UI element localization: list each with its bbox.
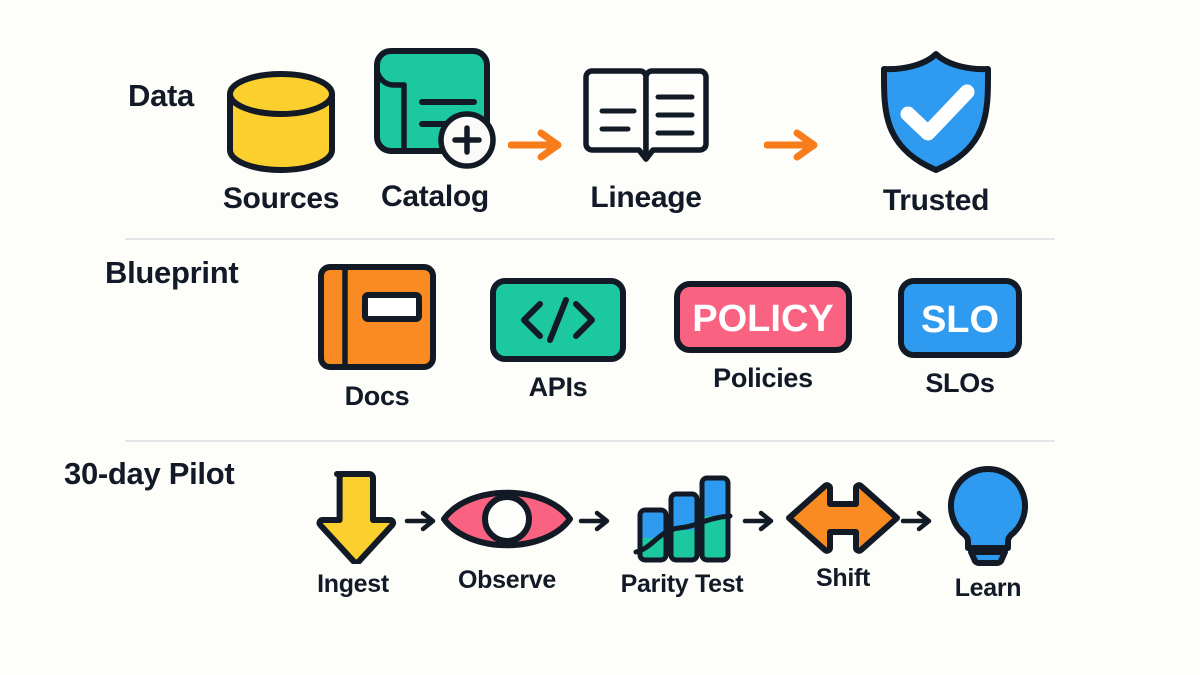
item-label: Sources (222, 182, 340, 215)
row-label-pilot: 30-day Pilot (64, 456, 235, 491)
code-tag-icon (488, 276, 628, 364)
catalog-add-icon (370, 44, 500, 174)
arrow-right-icon (900, 508, 934, 539)
closed-book-icon (315, 261, 439, 373)
item-docs[interactable]: Docs (310, 261, 444, 412)
item-policies[interactable]: POLICY Policies (672, 279, 854, 394)
item-catalog[interactable]: Catalog (368, 44, 502, 214)
item-label: SLOs (925, 368, 995, 398)
item-sources[interactable]: Sources (214, 68, 348, 216)
arrow-right-icon (404, 508, 438, 539)
item-parity[interactable]: Parity Test (600, 472, 764, 599)
section-divider (125, 238, 1055, 240)
item-label: Trusted (882, 184, 990, 217)
item-label: Learn (954, 574, 1022, 602)
item-label: Ingest (317, 570, 389, 598)
section-divider (125, 440, 1055, 442)
slo-chip-text: SLO (921, 299, 999, 341)
item-ingest[interactable]: Ingest (303, 468, 403, 599)
row-label-blueprint: Blueprint (105, 255, 239, 290)
lightbulb-icon (940, 464, 1036, 568)
item-label: Lineage (590, 181, 702, 214)
item-label: Parity Test (620, 570, 744, 598)
shield-check-icon (872, 48, 1000, 178)
arrow-right-icon (578, 508, 612, 539)
policy-chip-text: POLICY (692, 298, 833, 340)
open-book-icon (578, 63, 714, 175)
item-label: Observe (458, 566, 556, 594)
item-learn[interactable]: Learn (936, 464, 1040, 603)
row-data: Data Sources (0, 28, 1200, 228)
item-label: Docs (344, 381, 410, 411)
item-shift[interactable]: Shift (786, 478, 900, 593)
row-blueprint: Blueprint Docs APIs (0, 243, 1200, 438)
eye-icon (439, 478, 575, 560)
bar-chart-trend-icon (631, 472, 733, 564)
arrow-right-icon (763, 128, 820, 167)
item-apis[interactable]: APIs (488, 276, 628, 403)
arrow-right-icon (742, 508, 776, 539)
arrow-down-icon (307, 468, 399, 564)
item-label: Shift (815, 564, 871, 592)
policy-chip-icon: POLICY (672, 279, 854, 355)
row-label-data: Data (128, 78, 194, 113)
item-observe[interactable]: Observe (437, 478, 577, 595)
item-trusted[interactable]: Trusted (868, 48, 1004, 218)
slo-chip-icon: SLO (896, 276, 1024, 360)
item-lineage[interactable]: Lineage (578, 63, 714, 215)
database-cylinder-icon (220, 68, 342, 176)
row-pilot: 30-day Pilot Ingest O (0, 446, 1200, 636)
item-label: APIs (528, 372, 588, 402)
item-slos[interactable]: SLO SLOs (896, 276, 1024, 399)
double-arrow-icon (783, 478, 903, 558)
arrow-right-icon (507, 128, 564, 167)
item-label: Policies (713, 363, 813, 393)
item-label: Catalog (381, 180, 489, 213)
